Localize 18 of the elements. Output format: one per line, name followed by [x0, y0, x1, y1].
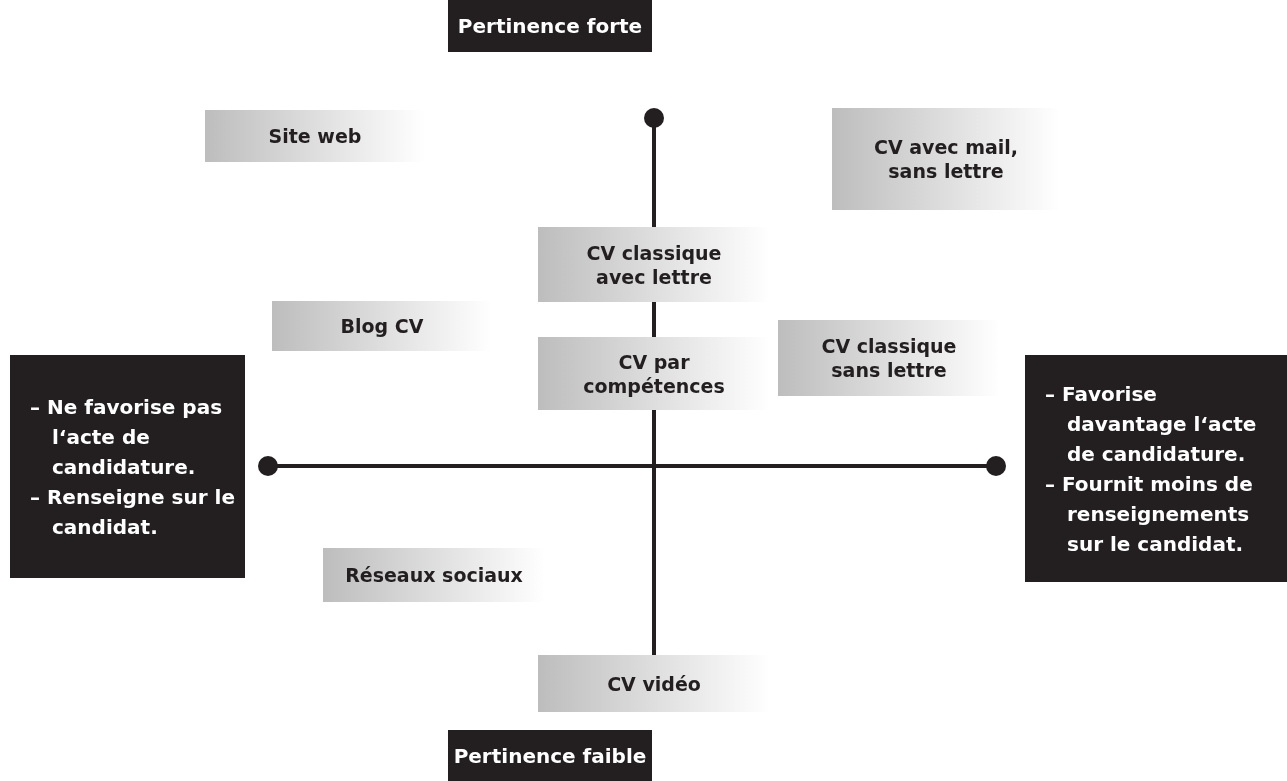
bullet-text: – Favorise davantage l‘acte de candidature.	[1045, 380, 1258, 468]
bullet-text: – Fournit moins de renseignements sur le candidat.	[1045, 470, 1254, 558]
description-box	[1025, 355, 1287, 582]
axis-pole-box	[448, 730, 652, 781]
description-box	[10, 355, 245, 578]
box-label: Pertinence faible	[453, 742, 647, 770]
box-label: CV classique sans lettre	[820, 334, 958, 382]
box-label: Site web	[268, 124, 362, 148]
box-label: CV classique avec lettre	[585, 240, 723, 289]
bullet-text: – Ne favorise pas l‘acte de candidature.	[30, 393, 224, 481]
box-label: Blog CV	[340, 314, 424, 338]
box-label: CV par compétences	[582, 349, 726, 398]
axis-pole-box	[448, 0, 652, 52]
bullet-text: – Renseigne sur le candidat.	[30, 483, 236, 541]
box-label: Pertinence forte	[457, 13, 643, 40]
box-label: CV vidéo	[607, 671, 701, 696]
box-label: Réseaux sociaux	[345, 563, 523, 587]
box-label: CV avec mail, sans lettre	[872, 135, 1020, 183]
